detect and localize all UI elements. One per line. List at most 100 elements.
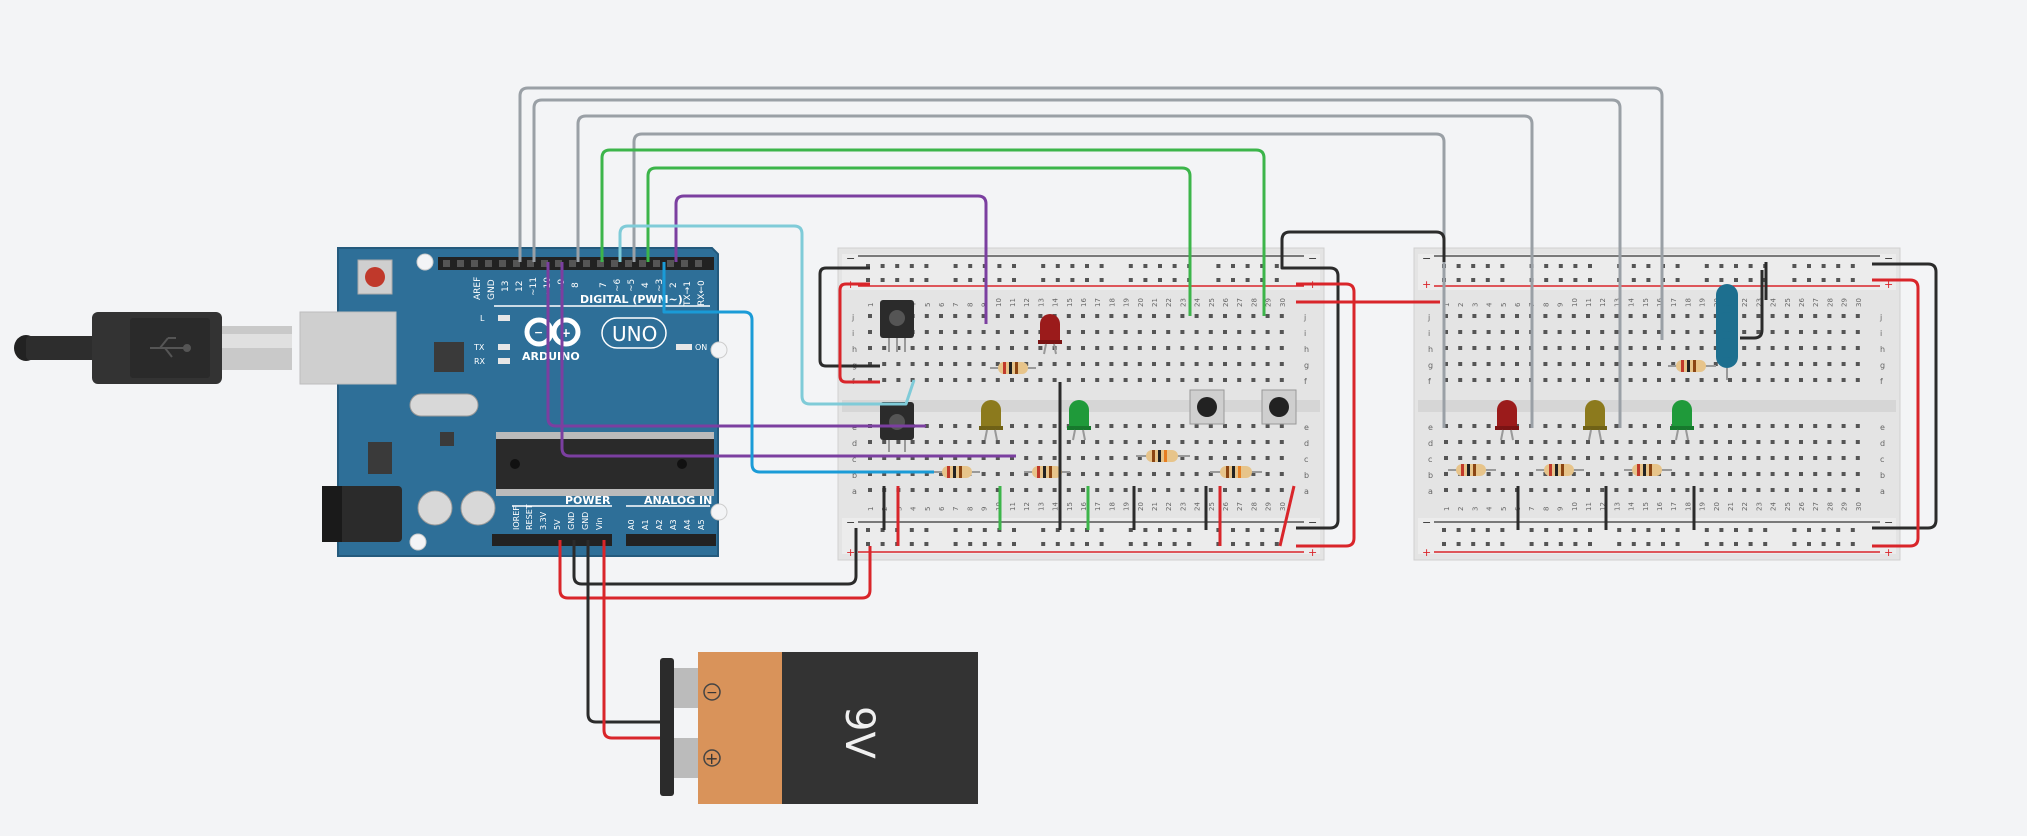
wire-red-battery[interactable]: [602, 540, 660, 740]
jumper-black-rgb[interactable]: [1740, 270, 1764, 340]
breadboard-right-row-top-j-1: j: [1879, 313, 1882, 322]
breadboard-right-col-bottom-7: 7: [1528, 507, 1536, 511]
breadboard-left-col-bottom-20: 20: [1137, 502, 1145, 511]
breadboard-left-col-top-20: 20: [1137, 298, 1145, 307]
svg-text:+: +: [561, 326, 571, 340]
breadboard-right-row-bottom-b-1: b: [1880, 471, 1885, 480]
breadboard-right-row-bottom-d-1: d: [1880, 439, 1885, 448]
resistor-1[interactable]: [990, 362, 1036, 374]
breadboard-right-row-top-h-1: h: [1880, 345, 1885, 354]
breadboard-right-rail-symbol-4: −: [1422, 516, 1431, 529]
breadboard-left-col-top-23: 23: [1179, 298, 1187, 307]
wire-gray-4[interactable]: [632, 132, 1446, 428]
wire-gray-2[interactable]: [532, 98, 1622, 428]
breadboard-right-col-top-14: 14: [1628, 298, 1636, 307]
resistor-8[interactable]: [1624, 464, 1672, 476]
resistor-6[interactable]: [1448, 464, 1496, 476]
breadboard-right-col-bottom-1: 1: [1443, 507, 1451, 511]
breadboard-right-col-top-12: 12: [1599, 298, 1607, 307]
wire-purple-2[interactable]: [546, 262, 926, 428]
breadboard-left-row-bottom-b-0: b: [852, 471, 857, 480]
breadboard-right-col-top-11: 11: [1585, 298, 1593, 307]
wire-black-battery[interactable]: [586, 540, 660, 724]
led-green-1[interactable]: [1067, 400, 1091, 441]
resistor-3[interactable]: [1024, 466, 1070, 478]
wire-green-2[interactable]: [646, 166, 1192, 316]
breadboard-left-col-top-22: 22: [1165, 298, 1173, 307]
breadboard-left-col-bottom-4: 4: [910, 506, 918, 511]
breadboard-left-row-bottom-e-1: e: [1304, 423, 1309, 432]
jumper-red-3[interactable]: [1278, 485, 1296, 547]
breadboard-left-col-top-10: 10: [995, 298, 1003, 307]
analog-pin-a5: A5: [697, 519, 706, 530]
wire-cyan-1[interactable]: [618, 224, 916, 406]
breadboard-left-col-bottom-9: 9: [981, 507, 989, 511]
breadboard-right-col-bottom-5: 5: [1500, 507, 1508, 511]
pin-label-7: 7: [599, 282, 609, 288]
power-pin-ioref: IOREF: [512, 506, 521, 530]
wire-black-gnd[interactable]: [572, 528, 858, 586]
resistor-2[interactable]: [934, 466, 980, 478]
breadboard-left-col-bottom-19: 19: [1123, 502, 1131, 511]
breadboard-left-col-top-13: 13: [1037, 298, 1045, 307]
rgb-led-blue[interactable]: [1716, 284, 1738, 380]
breadboard-right-row-bottom-e-1: e: [1880, 423, 1885, 432]
resistor-5[interactable]: [1210, 466, 1262, 478]
pin-label-8: 8: [571, 282, 581, 288]
rx-label: RX: [474, 357, 486, 366]
wire-purple-1[interactable]: [674, 194, 988, 324]
wire-black-rail-left[interactable]: [818, 266, 880, 368]
reset-button-icon[interactable]: [357, 259, 393, 295]
led-red-1[interactable]: [1038, 314, 1062, 355]
resistor-4[interactable]: [1136, 450, 1190, 462]
push-button-2[interactable]: [1261, 389, 1297, 425]
breadboard-right-rail-symbol-7: +: [1884, 546, 1893, 559]
led-green-2[interactable]: [1670, 400, 1694, 441]
wire-green-1[interactable]: [600, 148, 1266, 316]
breadboard-right-col-bottom-18: 18: [1684, 502, 1692, 511]
breadboard-right-col-bottom-15: 15: [1642, 502, 1650, 511]
wire-purple-3[interactable]: [560, 262, 1016, 458]
breadboard-left-col-top-17: 17: [1094, 298, 1102, 307]
resistor-9[interactable]: [1668, 360, 1716, 372]
wire-black-end-loop[interactable]: [1872, 262, 1938, 530]
wire-red-end-loop[interactable]: [1872, 278, 1920, 548]
wire-black-right-loop[interactable]: [1296, 266, 1340, 530]
breadboard-right-col-bottom-23: 23: [1755, 502, 1763, 511]
breadboard-right-rail-symbol-3: +: [1884, 278, 1893, 291]
wire-black-bridge[interactable]: [1280, 230, 1446, 270]
led-yellow-2[interactable]: [1583, 400, 1607, 441]
breadboard-left-row-top-i-1: i: [1304, 329, 1306, 338]
breadboard-right-col-bottom-16: 16: [1656, 502, 1664, 511]
breadboard-right-row-top-j-0: j: [1427, 313, 1430, 322]
breadboard-left-row-bottom-a-0: a: [852, 487, 857, 496]
breadboard-right-row-bottom-a-0: a: [1428, 487, 1433, 496]
power-pin-3v3: 3.3V: [539, 511, 548, 530]
breadboard-right-col-top-26: 26: [1798, 298, 1806, 307]
wire-red-right-loop[interactable]: [1296, 282, 1356, 548]
wire-gray-3[interactable]: [576, 114, 1534, 428]
ir-receiver-1[interactable]: [880, 300, 914, 352]
breadboard-left-row-top-j-1: j: [1303, 313, 1306, 322]
breadboard-left-row-top-h-0: h: [852, 345, 857, 354]
breadboard-right-col-top-2: 2: [1457, 303, 1465, 307]
led-yellow-1[interactable]: [979, 400, 1003, 441]
breadboard-left-col-top-30: 30: [1279, 298, 1287, 307]
breadboard-right-col-top-17: 17: [1670, 298, 1678, 307]
breadboard-left-col-bottom-8: 8: [966, 507, 974, 511]
breadboard-left-col-top-27: 27: [1236, 298, 1244, 307]
svg-text:−: −: [534, 326, 543, 339]
breadboard-left-col-bottom-1: 1: [867, 507, 875, 511]
battery-minus-label: −: [706, 685, 718, 701]
resistor-7[interactable]: [1536, 464, 1584, 476]
pin-label-11: ~11: [529, 277, 539, 296]
wire-blue-1[interactable]: [662, 262, 934, 474]
wire-red-rail-left[interactable]: [838, 282, 880, 384]
led-red-2[interactable]: [1495, 400, 1519, 441]
breadboard-right-rail-symbol-5: +: [1422, 546, 1431, 559]
breadboard-right-col-bottom-24: 24: [1770, 502, 1778, 511]
wire-gray-1[interactable]: [518, 86, 1664, 340]
wires: [518, 86, 1938, 740]
push-button-1[interactable]: [1189, 389, 1225, 425]
wire-red-5v[interactable]: [558, 540, 872, 600]
